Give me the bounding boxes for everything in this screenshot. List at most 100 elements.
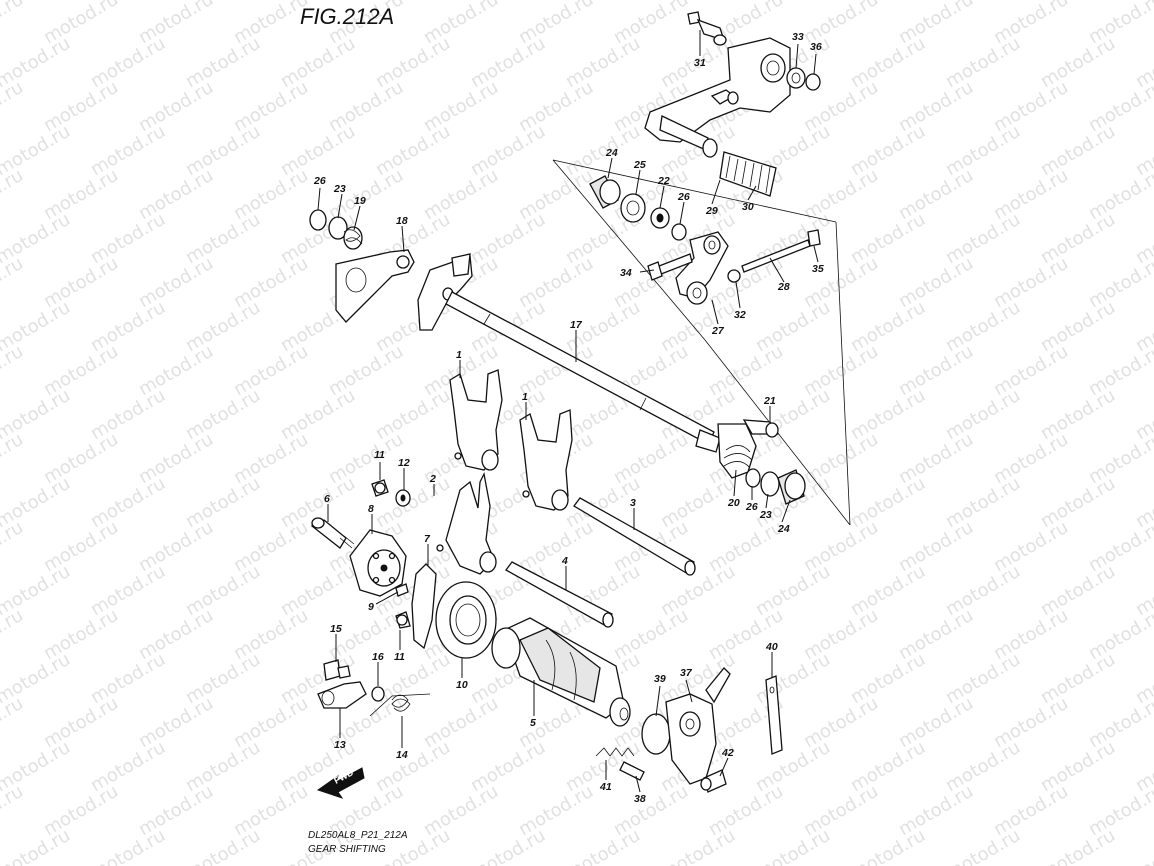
callout-26: 26 xyxy=(677,191,690,203)
watermark-text: motod.ru xyxy=(0,781,27,840)
watermark-text: motod.ru xyxy=(942,825,1024,866)
figure-caption: GEAR SHIFTING xyxy=(308,844,386,855)
callout-27: 27 xyxy=(711,325,725,337)
callout-42: 42 xyxy=(721,747,734,759)
leader-lines xyxy=(317,30,819,793)
callout-14: 14 xyxy=(396,749,408,761)
callout-20: 20 xyxy=(727,497,740,509)
part-39-o-ring xyxy=(641,713,671,755)
callout-10: 10 xyxy=(456,679,468,691)
watermark-text: motod.ru xyxy=(182,825,264,866)
shift-lever-assembly xyxy=(644,37,791,197)
callout-17: 17 xyxy=(570,319,583,331)
figure-title: FIG.212A xyxy=(300,4,394,29)
watermark-text: motod.ru xyxy=(562,825,644,866)
watermark-text: motod.ru xyxy=(0,341,27,400)
watermark-text: motod.ru xyxy=(1132,825,1154,866)
callout-38: 38 xyxy=(634,793,646,805)
callout-1: 1 xyxy=(522,391,528,403)
callout-23: 23 xyxy=(759,509,772,521)
callout-12: 12 xyxy=(398,457,410,469)
part-11-bolt-upper xyxy=(371,479,389,497)
callout-21: 21 xyxy=(763,395,776,407)
watermark-text: motod.ru xyxy=(0,0,27,48)
callout-28: 28 xyxy=(777,281,790,293)
shift-fork-1a xyxy=(449,369,503,471)
callout-39: 39 xyxy=(654,673,666,685)
part-14-spring xyxy=(369,693,431,717)
part-5-shift-drum xyxy=(491,617,631,727)
part-8-cam xyxy=(349,529,407,597)
callout-11: 11 xyxy=(374,449,385,461)
part-3-fork-shaft xyxy=(573,497,695,575)
callout-9: 9 xyxy=(368,601,374,613)
callout-37: 37 xyxy=(680,667,693,679)
linkage-parts xyxy=(647,229,821,305)
callout-36: 36 xyxy=(810,41,822,53)
callout-16: 16 xyxy=(372,651,384,663)
callout-24: 24 xyxy=(777,523,790,535)
callout-13: 13 xyxy=(334,739,346,751)
part-7-plate xyxy=(411,563,437,650)
callout-34: 34 xyxy=(620,267,632,279)
watermark-text: motod.ru xyxy=(0,77,27,136)
callout-24: 24 xyxy=(605,147,618,159)
model-code: DL250AL8_P21_212A xyxy=(308,830,408,841)
shift-fork-2 xyxy=(436,471,497,575)
callout-6: 6 xyxy=(324,493,330,505)
callout-7: 7 xyxy=(424,533,431,545)
callout-8: 8 xyxy=(368,503,374,515)
callout-30: 30 xyxy=(742,201,754,213)
callout-1: 1 xyxy=(456,349,462,361)
callout-18: 18 xyxy=(396,215,408,227)
callout-29: 29 xyxy=(705,205,718,217)
part-31-bolt xyxy=(687,11,727,46)
part-15-bolt xyxy=(323,659,351,681)
part-6-pin xyxy=(310,517,355,549)
watermark-text: motod.ru xyxy=(0,429,27,488)
watermark-text: motod.ru xyxy=(1037,825,1119,866)
callout-32: 32 xyxy=(734,309,746,321)
stopper-plate-set xyxy=(309,209,415,323)
part-9-pin xyxy=(395,583,409,597)
assembly-outline xyxy=(552,159,851,526)
callout-26: 26 xyxy=(313,175,326,187)
part-4-fork-shaft xyxy=(505,561,613,627)
callout-35: 35 xyxy=(812,263,824,275)
watermark-text: motod.ru xyxy=(752,825,834,866)
watermark-text: motod.ru xyxy=(87,825,169,866)
part-36-clip xyxy=(805,73,821,91)
callout-19: 19 xyxy=(354,195,366,207)
callout-5: 5 xyxy=(530,717,536,729)
callout-2: 2 xyxy=(429,473,436,485)
watermark-text: motod.ru xyxy=(0,825,74,866)
watermark-text: motod.ru xyxy=(1132,0,1154,4)
callout-3: 3 xyxy=(630,497,636,509)
callout-26: 26 xyxy=(745,501,758,513)
callout-33: 33 xyxy=(792,31,804,43)
callout-labels: 1 1 2 3 4 5 6 7 8 9 10 11 11 12 13 14 15… xyxy=(313,31,824,805)
callout-41: 41 xyxy=(599,781,612,793)
part-33-washer xyxy=(786,67,806,89)
part-10-bearing xyxy=(435,581,497,659)
callout-15: 15 xyxy=(330,623,342,635)
watermark-text: motod.ru xyxy=(0,165,27,224)
callout-22: 22 xyxy=(657,175,670,187)
bearing-set-upper xyxy=(589,175,687,241)
part-16-washer xyxy=(371,686,385,702)
part-38-pin xyxy=(619,761,645,781)
part-13-stopper xyxy=(317,681,367,709)
callout-4: 4 xyxy=(561,555,568,567)
watermark-text: motod.ru xyxy=(0,253,27,312)
callout-25: 25 xyxy=(633,159,646,171)
part-41-spring xyxy=(595,747,635,757)
callout-40: 40 xyxy=(765,641,778,653)
part-40-gasket xyxy=(765,675,783,755)
shift-fork-1b xyxy=(519,409,573,511)
watermark-text: motod.ru xyxy=(0,605,27,664)
callout-31: 31 xyxy=(694,57,706,69)
callout-23: 23 xyxy=(333,183,346,195)
part-11-bolt-lower xyxy=(395,611,411,629)
